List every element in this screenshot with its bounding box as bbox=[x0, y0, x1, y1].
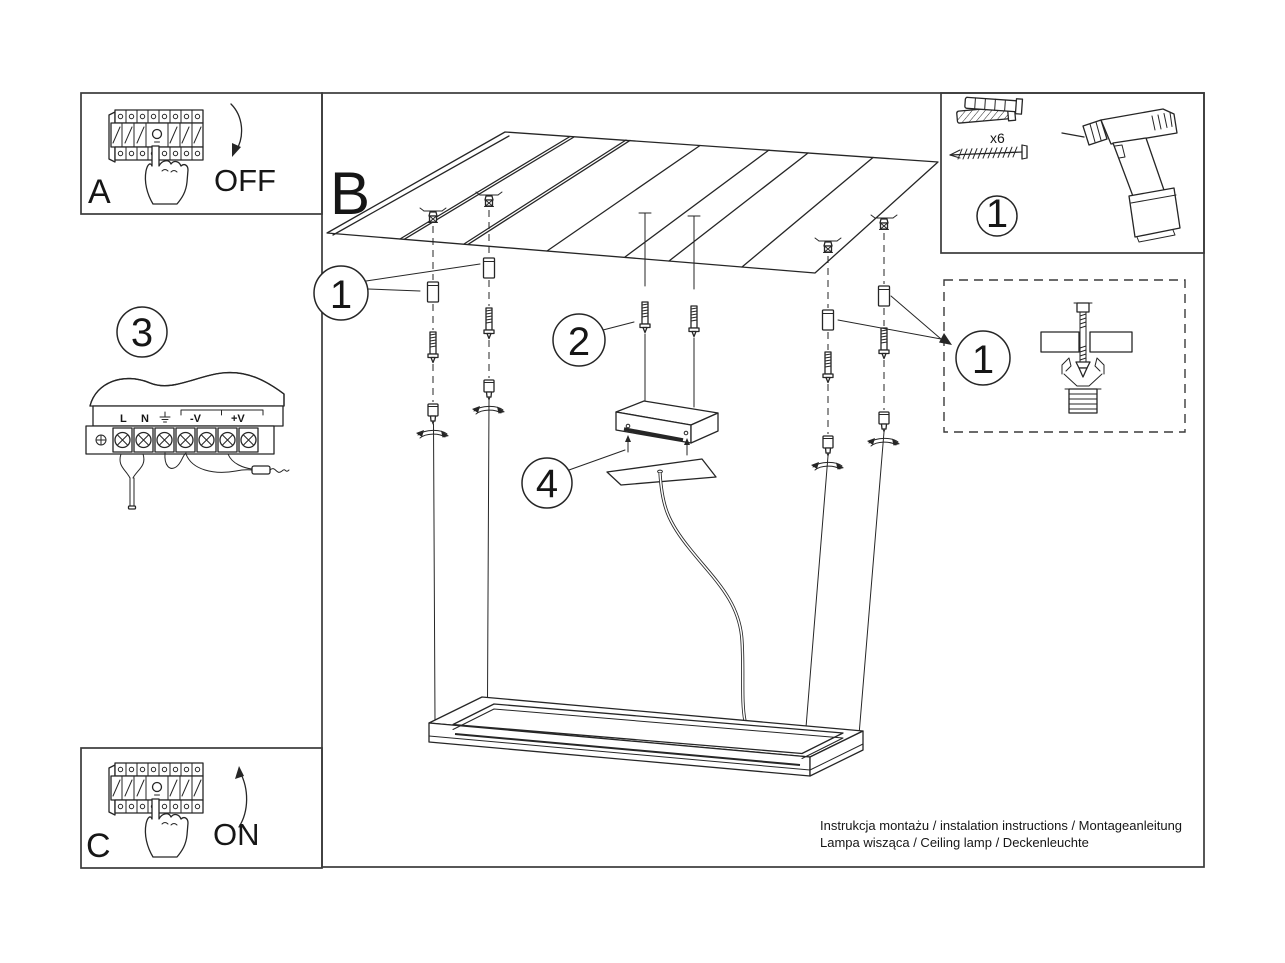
wiring-step-number: 3 bbox=[131, 311, 153, 355]
ceiling-screws bbox=[638, 212, 701, 290]
driver-box-icon bbox=[615, 400, 719, 444]
tools-panel-border bbox=[940, 92, 1205, 254]
suspension-wire bbox=[487, 399, 490, 700]
footer-line-2: Lampa wisząca / Ceiling lamp / Deckenleu… bbox=[820, 835, 1089, 850]
wall-plug-icon bbox=[877, 285, 891, 307]
cable-gripper-icon bbox=[822, 435, 834, 457]
wall-plug-icon bbox=[956, 96, 1024, 124]
canopy-plate-icon bbox=[606, 458, 717, 486]
cable-gripper-icon bbox=[483, 379, 495, 401]
footer-line-1: Instrukcja montażu / instalation instruc… bbox=[820, 818, 1182, 833]
tools-step-circle bbox=[976, 195, 1018, 237]
led-driver-icon: L N -V +V bbox=[85, 371, 290, 510]
overview-panel: B bbox=[313, 131, 952, 777]
cable-gripper-icon bbox=[427, 403, 439, 425]
screw-icon bbox=[688, 305, 700, 338]
arrow-down-icon bbox=[230, 103, 243, 157]
anchor-quantity: x6 bbox=[990, 130, 1005, 146]
suspension-wire bbox=[803, 455, 829, 753]
panel-power-off: A OFF bbox=[88, 103, 276, 211]
panel-a-label: A bbox=[88, 173, 111, 211]
frame-borders bbox=[80, 92, 1205, 869]
off-label: OFF bbox=[214, 163, 276, 198]
wiring-step-circle bbox=[116, 306, 168, 358]
panel-power-on: C ON bbox=[86, 762, 260, 865]
screw-icon bbox=[878, 327, 890, 360]
screw-icon bbox=[427, 331, 439, 364]
panel-a-border bbox=[80, 92, 323, 215]
terminal-label-plus-v: +V bbox=[231, 413, 245, 425]
wall-plug-icon bbox=[426, 281, 440, 303]
lamp-frame-icon bbox=[428, 696, 864, 777]
suspension-column bbox=[471, 191, 506, 700]
on-label: ON bbox=[213, 817, 260, 852]
anchor-detail-border bbox=[943, 279, 1186, 433]
suspension-wire bbox=[433, 423, 436, 723]
wiring-section: 3 L N -V +V bbox=[85, 306, 290, 510]
suspension-column bbox=[858, 214, 901, 736]
callout-screws-number: 2 bbox=[568, 320, 590, 364]
ceiling-plank-lines bbox=[399, 135, 874, 268]
drill-icon bbox=[1061, 108, 1181, 243]
cable-gripper-icon bbox=[878, 411, 890, 433]
power-cable bbox=[658, 472, 747, 722]
footer: Instrukcja montażu / instalation instruc… bbox=[820, 818, 1182, 850]
terminal-label-live: L bbox=[120, 413, 127, 425]
screw-icon bbox=[949, 144, 1028, 160]
terminal-label-minus-v: -V bbox=[190, 413, 202, 425]
screw-icon bbox=[483, 307, 495, 340]
terminal-label-neutral: N bbox=[141, 413, 149, 425]
callout-anchors: 1 bbox=[313, 263, 481, 321]
callout-anchors-number: 1 bbox=[330, 273, 352, 317]
callout-screws: 2 bbox=[552, 313, 635, 367]
arrow-up-icon bbox=[235, 766, 248, 828]
main-panel-border bbox=[321, 92, 1205, 868]
callout-canopy: 4 bbox=[521, 449, 626, 509]
screw-terminals bbox=[95, 427, 259, 453]
callout-canopy-number: 4 bbox=[536, 462, 558, 506]
assembly-arrows bbox=[625, 435, 690, 456]
suspension-wire bbox=[858, 431, 885, 736]
ceiling-panel bbox=[326, 131, 939, 274]
screw-icon bbox=[639, 301, 651, 334]
tools-step-number: 1 bbox=[986, 192, 1008, 236]
anchor-cross-section-icon bbox=[1040, 302, 1133, 414]
canopy-assembly bbox=[606, 212, 719, 486]
suspension-column bbox=[803, 237, 845, 753]
wiring-wires bbox=[119, 452, 290, 510]
earth-ground-icon bbox=[159, 411, 171, 423]
panel-c-label: C bbox=[86, 827, 111, 865]
anchor-detail-pointer bbox=[837, 295, 952, 345]
wall-plug-icon bbox=[821, 309, 835, 331]
suspension-column bbox=[415, 207, 450, 723]
anchor-detail-panel: 1 bbox=[955, 302, 1133, 414]
screw-icon bbox=[822, 351, 834, 384]
wall-plug-icon bbox=[482, 257, 496, 279]
panel-c-border bbox=[80, 747, 323, 869]
anchor-detail-number: 1 bbox=[972, 338, 994, 382]
rotate-arrow-icon bbox=[415, 429, 450, 439]
tools-panel: x6 1 bbox=[949, 96, 1181, 243]
anchor-detail-circle bbox=[955, 330, 1011, 386]
